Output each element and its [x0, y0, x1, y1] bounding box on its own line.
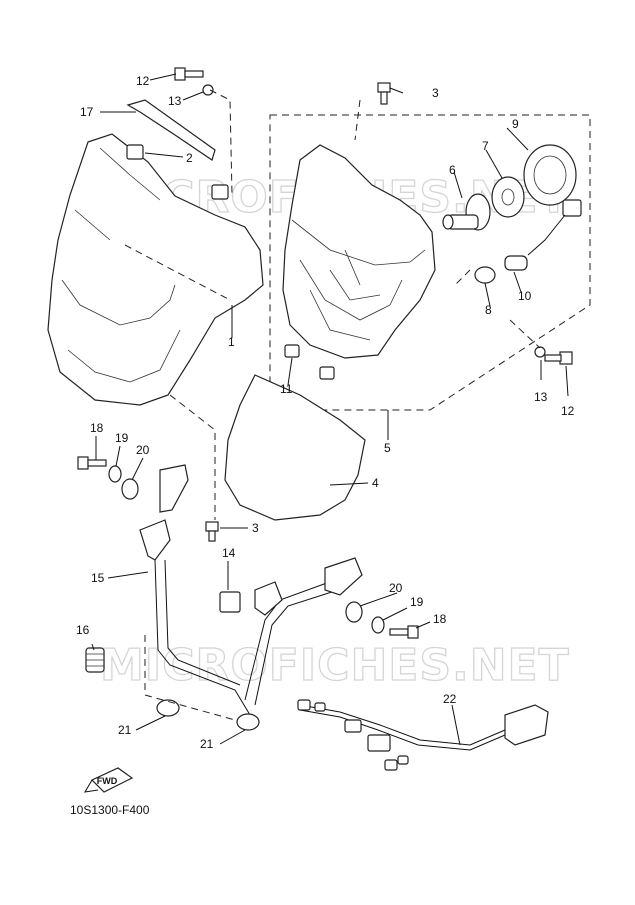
- callout-8: 8: [485, 303, 492, 317]
- screw-3-lower: [205, 521, 219, 542]
- callout-15: 15: [91, 571, 105, 585]
- callout-20-right: 20: [389, 581, 403, 595]
- grommet-11a: [284, 344, 300, 358]
- callout-1: 1: [228, 335, 235, 349]
- callout-4: 4: [372, 476, 379, 490]
- callout-21-right: 21: [200, 737, 214, 751]
- spring-16: [85, 647, 105, 673]
- diagram-code: 10S1300-F400: [70, 803, 150, 817]
- callout-5: 5: [384, 441, 391, 455]
- wire-harness: [297, 699, 549, 771]
- bolt-18-left: [77, 456, 107, 470]
- washer-13-top: [202, 84, 214, 96]
- bolt-18-right: [389, 625, 419, 639]
- grommet-2b: [211, 184, 229, 200]
- callout-6: 6: [449, 163, 456, 177]
- fwd-arrow: FWD: [84, 767, 134, 793]
- bolt-12-right: [544, 351, 573, 365]
- damper-20-right: [345, 601, 363, 623]
- callout-19-right: 19: [410, 595, 424, 609]
- socket-cover: [523, 144, 582, 256]
- headlight-bulb: [442, 193, 491, 231]
- position-bulb: [474, 266, 496, 284]
- callout-18-right: 18: [433, 612, 447, 626]
- bulb-socket: [504, 255, 528, 271]
- bolt-12-top: [174, 67, 204, 81]
- screw-3-top: [377, 82, 391, 105]
- collar-19-left: [108, 465, 122, 483]
- callout-11: 11: [280, 382, 293, 396]
- damper-20-left: [121, 478, 139, 500]
- headlight-cowl: [47, 133, 264, 406]
- seal-strip: [126, 99, 216, 161]
- callout-2: 2: [186, 151, 193, 165]
- callout-21-left: 21: [118, 723, 132, 737]
- leader-lines: [91, 73, 569, 746]
- callout-12-right: 12: [561, 404, 575, 418]
- headlight-unit: [282, 144, 436, 359]
- callout-3-top: 3: [432, 86, 439, 100]
- callout-13: 13: [168, 94, 182, 108]
- damper-21-right: [236, 713, 260, 731]
- damper-21-left: [156, 699, 180, 717]
- callout-18-left: 18: [90, 421, 104, 435]
- collar-19-right: [371, 616, 385, 634]
- grommet-2a: [126, 144, 144, 160]
- bulb-cover-ring: [491, 176, 525, 218]
- callout-12: 12: [136, 74, 150, 88]
- grommet-11b: [319, 366, 335, 380]
- callout-22: 22: [443, 692, 457, 706]
- headlight-stay: [139, 464, 363, 716]
- callout-10: 10: [518, 289, 532, 303]
- washer-13-right: [534, 346, 546, 358]
- callout-13-right: 13: [534, 390, 548, 404]
- callout-3-lower: 3: [252, 521, 259, 535]
- callout-19-left: 19: [115, 431, 129, 445]
- callout-16: 16: [76, 623, 90, 637]
- fwd-label: FWD: [97, 776, 118, 786]
- callout-9: 9: [512, 117, 519, 131]
- callout-14: 14: [222, 546, 236, 560]
- callout-20-left: 20: [136, 443, 150, 457]
- headlight-assembly-outline: [269, 114, 591, 411]
- grommet-14: [219, 591, 241, 613]
- windscreen: [224, 374, 366, 521]
- callout-17: 17: [80, 105, 94, 119]
- callout-7: 7: [482, 139, 489, 153]
- watermark-bottom: MICROFICHES.NET: [100, 640, 570, 691]
